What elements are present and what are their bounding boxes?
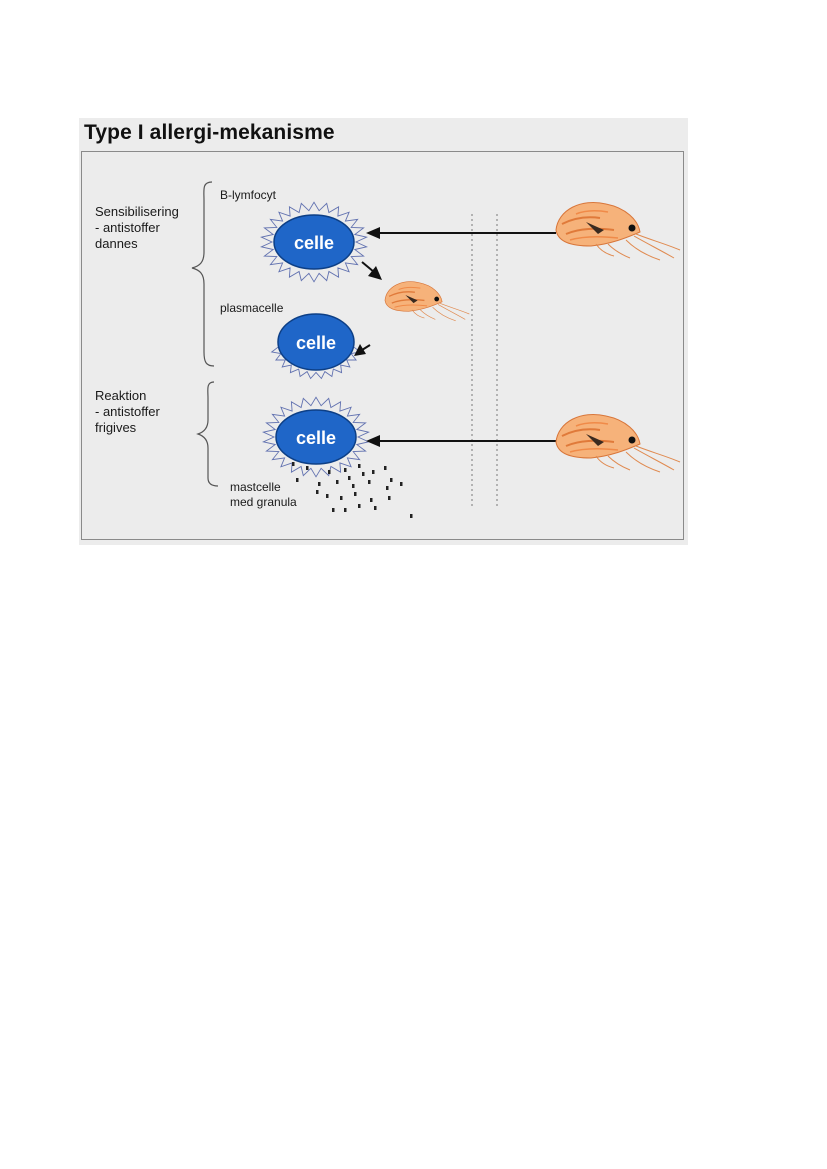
granula-dot — [316, 490, 319, 494]
sensitization-line-3: dannes — [95, 236, 138, 251]
mast-cell-label-line-1: mastcelle — [230, 480, 281, 494]
granula-dot — [348, 476, 351, 480]
granula-dot — [358, 504, 361, 508]
reaction-line-1: Reaktion — [95, 388, 147, 403]
arrow-allergen-to-mast-cell — [366, 435, 556, 447]
mast-cell-label: mastcelle med granula — [230, 480, 297, 510]
granula-dot — [344, 508, 347, 512]
diagram-panel — [81, 151, 684, 540]
granula-dot — [370, 498, 373, 502]
granula-dot — [340, 496, 343, 500]
granula-dot — [372, 470, 375, 474]
mast-cell-spikes — [261, 396, 371, 478]
arrow-to-plasma-cell — [354, 344, 371, 356]
granula-dot — [354, 492, 357, 496]
granula-dot — [336, 480, 339, 484]
granula-dot — [318, 482, 321, 486]
granula-dot — [332, 508, 335, 512]
shrimp-allergen-bottom — [555, 413, 681, 473]
granula-dot — [390, 478, 393, 482]
b-lymphocyte-cell-text: celle — [294, 233, 334, 253]
arrow-allergen-to-b-lymphocyte — [366, 227, 556, 239]
mast-cell: celle — [275, 409, 357, 465]
figure-title: Type I allergi-mekanisme — [84, 121, 335, 144]
plasma-cell: celle — [277, 313, 355, 371]
granula-particles — [292, 462, 413, 518]
granula-dot — [306, 466, 309, 470]
granula-dot — [410, 514, 413, 518]
granula-dot — [368, 480, 371, 484]
reaction-line-2: - antistoffer — [95, 404, 160, 419]
granula-dot — [374, 506, 377, 510]
shrimp-allergen-middle — [384, 280, 471, 322]
granula-dot — [292, 462, 295, 466]
plasma-cell-label: plasmacelle — [220, 301, 284, 315]
b-lymphocyte-label: B-lymfocyt — [220, 188, 277, 202]
plasma-cell-spikes — [270, 346, 362, 380]
b-lymphocyte-spikes — [259, 201, 369, 283]
sensitization-line-2: - antistoffer — [95, 220, 160, 235]
granula-dot — [328, 470, 331, 474]
shrimp-allergen-top — [555, 201, 681, 261]
granula-dot — [386, 486, 389, 490]
granula-dot — [384, 466, 387, 470]
granula-dot — [388, 496, 391, 500]
b-lymphocyte-cell: celle — [273, 214, 355, 270]
reaction-line-3: frigives — [95, 420, 137, 435]
brace-sensitization — [191, 181, 215, 367]
arrow-b-lymphocyte-to-shrimp — [361, 261, 382, 280]
reaction-label: Reaktion - antistoffer frigives — [95, 388, 160, 436]
mast-cell-label-line-2: med granula — [230, 495, 297, 509]
granula-dot — [362, 472, 365, 476]
sensitization-label: Sensibilisering - antistoffer dannes — [95, 204, 179, 252]
granula-dot — [358, 464, 361, 468]
sensitization-line-1: Sensibilisering — [95, 204, 179, 219]
brace-reaction — [196, 381, 219, 487]
plasma-cell-text: celle — [296, 333, 336, 353]
granula-dot — [352, 484, 355, 488]
granula-dot — [344, 468, 347, 472]
granula-dot — [400, 482, 403, 486]
mast-cell-text: celle — [296, 428, 336, 448]
granula-dot — [296, 478, 299, 482]
granula-dot — [326, 494, 329, 498]
figure-background — [79, 118, 688, 545]
